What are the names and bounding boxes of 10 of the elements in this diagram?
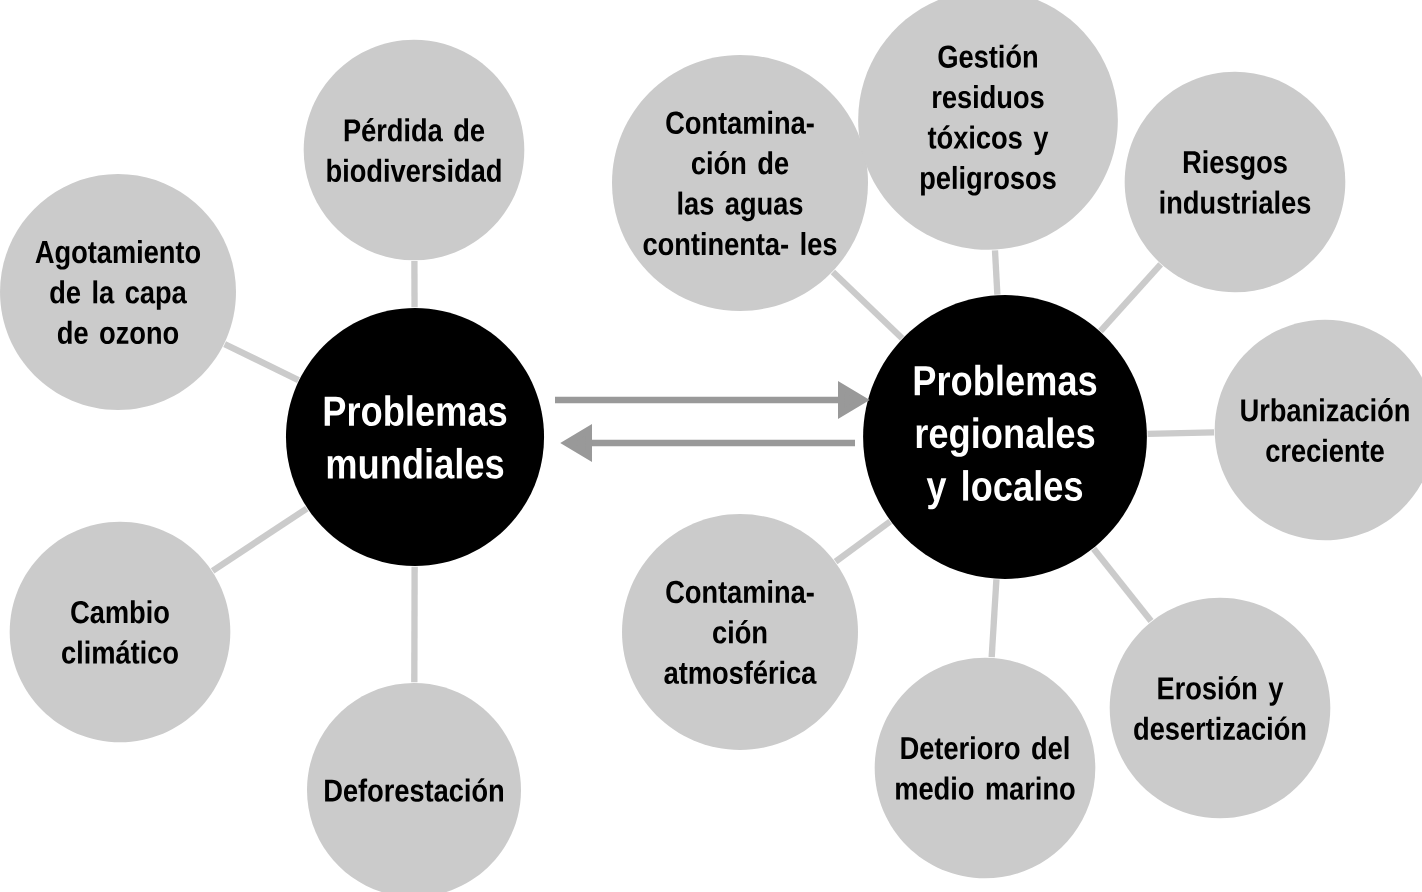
connector-line [1091,546,1154,623]
connector-line [1098,262,1163,334]
connector-line [988,579,1000,658]
connector-line [833,518,893,565]
connector-line [210,505,309,574]
connector-line [1147,429,1215,438]
connector-line [830,269,905,341]
connector-line [991,250,1001,295]
connector-line [411,566,418,683]
connector-line [223,341,300,383]
